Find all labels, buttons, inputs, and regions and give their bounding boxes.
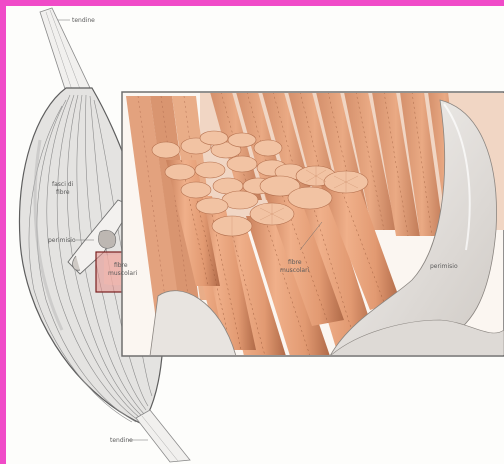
label-tendine-top: tendine	[72, 17, 95, 24]
label-fibre-inset-line2: muscolari	[108, 270, 138, 277]
label-tendine-bottom: tendine	[110, 437, 133, 444]
label-fasci-line2: fibre	[56, 189, 70, 196]
fibre-bundle-illustration	[122, 90, 504, 356]
label-fasci: fasci di	[52, 181, 74, 188]
label-perimisio-left: perimisio	[48, 237, 76, 244]
label-fibre-main-line2: muscolari	[280, 267, 310, 274]
label-perimisio-right: perimisio	[430, 263, 458, 270]
label-fibre-main: fibre	[288, 259, 302, 266]
label-fibre-inset: fibre	[114, 262, 128, 269]
